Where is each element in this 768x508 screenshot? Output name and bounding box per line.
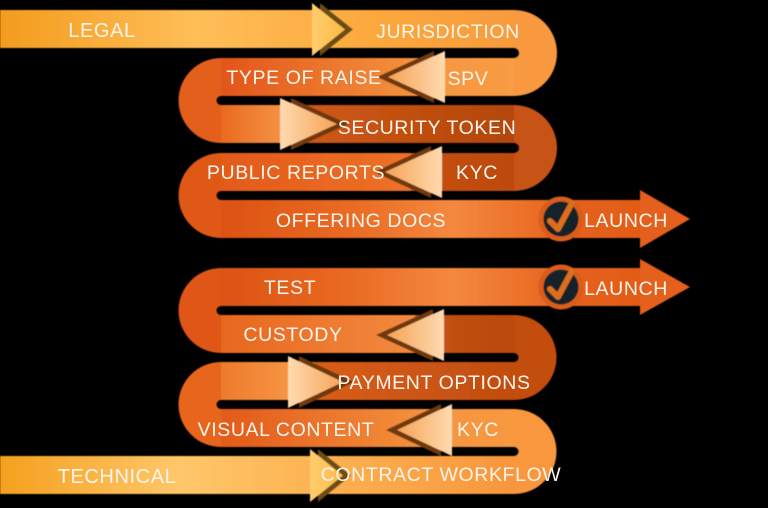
arrow-head: [288, 356, 343, 408]
step-label-spv: SPV: [448, 68, 489, 90]
arrow-left-icon: [374, 146, 442, 198]
arrow-head: [310, 449, 343, 502]
u-turn-left-raise-token: [178, 58, 221, 143]
technical-flow-path: [0, 259, 690, 502]
u-turn-right-jurisdiction-spv: [514, 10, 557, 96]
arrow-right-icon: [310, 449, 351, 502]
arrow-right-icon: [288, 356, 354, 408]
step-label-test: TEST: [264, 277, 316, 299]
step-label-jurisdiction: JURISDICTION: [376, 21, 520, 43]
step-label-custody: CUSTODY: [243, 324, 342, 346]
step-label-kyc-legal: KYC: [456, 162, 498, 184]
check-mark: [547, 268, 575, 300]
arrow-head: [312, 3, 345, 56]
launch-arrow-icon: [640, 259, 690, 315]
flow-band-spv-raise: [221, 58, 514, 96]
arrow-right-icon: [312, 3, 353, 56]
checkmark-icon: [538, 196, 584, 242]
step-label-launch-technical: LAUNCH: [584, 278, 668, 300]
legal-flow-path: [0, 3, 690, 248]
arrow-head: [397, 404, 452, 456]
step-label-visual-content: VISUAL CONTENT: [198, 419, 375, 441]
checkmark-icon: [538, 264, 584, 310]
u-turn-left-custody-test: [178, 268, 221, 353]
labels: LEGAL JURISDICTION SPV TYPE OF RAISE SEC…: [58, 20, 668, 488]
arrow-left-icon: [377, 51, 445, 103]
arrow-left-icon: [386, 404, 452, 456]
arrow-left-icon: [376, 309, 444, 361]
arrow-head: [385, 146, 442, 198]
track-label-technical: TECHNICAL: [58, 466, 177, 488]
u-turn-right-token-kyc: [514, 105, 557, 191]
check-mark: [547, 200, 575, 232]
u-turn-right-payment-custody: [514, 315, 557, 400]
step-label-payment-options: PAYMENT OPTIONS: [337, 372, 530, 394]
step-label-type-of-raise: TYPE OF RAISE: [226, 67, 381, 89]
step-label-offering-docs: OFFERING DOCS: [276, 210, 446, 232]
u-turn-left-reports-docs: [178, 153, 221, 238]
step-label-launch-legal: LAUNCH: [584, 210, 668, 232]
step-label-security-token: SECURITY TOKEN: [338, 117, 517, 139]
flow-band-legal-jurisdiction: [0, 10, 514, 48]
step-label-public-reports: PUBLIC REPORTS: [207, 162, 385, 184]
arrow-right-icon: [280, 98, 348, 150]
step-label-kyc-technical: KYC: [457, 419, 499, 441]
flow-band-kyc-content: [221, 409, 514, 447]
arrow-head: [388, 51, 445, 103]
step-label-contract-workflow: CONTRACT WORKFLOW: [321, 464, 562, 486]
arrow-head: [280, 98, 337, 150]
launch-arrow-icon: [640, 190, 690, 248]
track-label-legal: LEGAL: [68, 20, 135, 42]
u-turn-left-content-payment: [178, 362, 221, 447]
u-turn-right-workflow-kyc: [514, 409, 557, 494]
flow-band-technical-workflow: [0, 456, 514, 494]
arrow-head: [387, 309, 444, 361]
